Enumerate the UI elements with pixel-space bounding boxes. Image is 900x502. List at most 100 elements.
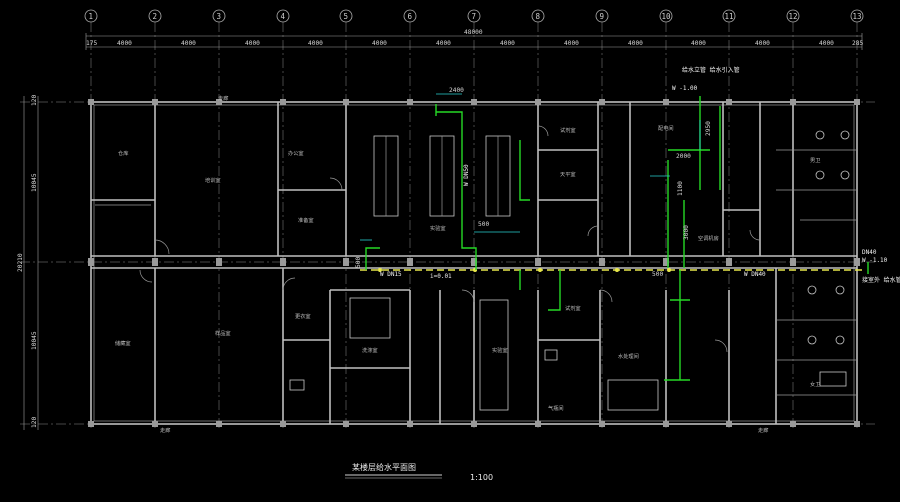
axis-1: 1 xyxy=(84,9,98,23)
svg-text:办公室: 办公室 xyxy=(288,149,304,157)
corridor xyxy=(91,255,857,269)
svg-text:12: 12 xyxy=(789,12,798,21)
label-top-elev: W -1.00 xyxy=(672,85,698,92)
label-i: i=0.01 xyxy=(430,273,452,280)
svg-text:空调机房: 空调机房 xyxy=(698,234,719,242)
label-dn40: W DN40 xyxy=(744,271,766,278)
svg-text:120: 120 xyxy=(31,417,38,428)
columns xyxy=(88,99,860,427)
svg-text:更衣室: 更衣室 xyxy=(295,312,311,320)
axis-4: 4 xyxy=(276,9,290,23)
svg-text:20210: 20210 xyxy=(17,253,24,272)
svg-text:1: 1 xyxy=(89,12,94,21)
svg-text:4000: 4000 xyxy=(628,40,643,47)
svg-text:天平室: 天平室 xyxy=(560,170,576,178)
label-right-elev: W -1.10 xyxy=(862,257,888,264)
svg-text:储藏室: 储藏室 xyxy=(115,339,131,347)
svg-text:走廊: 走廊 xyxy=(160,426,170,434)
svg-text:4000: 4000 xyxy=(755,40,770,47)
axis-8: 8 xyxy=(531,9,545,23)
axis-9: 9 xyxy=(595,9,609,23)
label-2400: 2400 xyxy=(449,87,464,94)
svg-text:男卫: 男卫 xyxy=(810,157,820,164)
svg-text:4000: 4000 xyxy=(181,40,196,47)
room-labels: 仓库 培训室 办公室 准备室 实验室 试剂室 天平室 配电间 空调机房 样品室 … xyxy=(115,94,820,434)
svg-text:实验室: 实验室 xyxy=(430,224,446,232)
svg-text:4000: 4000 xyxy=(245,40,260,47)
label-2000: 2000 xyxy=(676,153,691,160)
label-top-riser: 给水立管 给水引入管 xyxy=(682,66,740,74)
top-dimension-chain: 48000 175 4000 4000 4000 4000 4000 4000 … xyxy=(85,29,863,50)
svg-text:准备室: 准备室 xyxy=(298,216,314,224)
svg-text:洗涤室: 洗涤室 xyxy=(362,346,378,354)
axis-11: 11 xyxy=(722,9,736,23)
label-dn15: W DN15 xyxy=(380,271,402,278)
label-500b: 500 xyxy=(355,257,362,268)
svg-text:8: 8 xyxy=(536,12,541,21)
svg-text:实验室: 实验室 xyxy=(492,346,508,354)
svg-text:4000: 4000 xyxy=(308,40,323,47)
label-right-note: 接室外 给水管网 xyxy=(862,276,900,284)
svg-text:10045: 10045 xyxy=(31,331,38,350)
svg-text:4000: 4000 xyxy=(436,40,451,47)
svg-text:4000: 4000 xyxy=(117,40,132,47)
label-500c: 500 xyxy=(652,271,663,278)
svg-text:5: 5 xyxy=(344,12,349,21)
label-3000: 3000 xyxy=(683,225,690,240)
lab-benches xyxy=(289,130,850,411)
svg-text:4000: 4000 xyxy=(819,40,834,47)
svg-text:13: 13 xyxy=(853,12,862,21)
svg-text:285: 285 xyxy=(852,40,863,47)
drawing-title: 某楼层给水平面图 xyxy=(352,462,416,472)
interior-walls-upper xyxy=(91,102,857,256)
axis-5: 5 xyxy=(339,9,353,23)
label-dn50: W DN50 xyxy=(463,164,470,186)
drawing-scale: 1:100 xyxy=(470,473,493,482)
svg-text:10045: 10045 xyxy=(31,173,38,192)
svg-text:4000: 4000 xyxy=(564,40,579,47)
svg-text:11: 11 xyxy=(725,12,734,21)
label-1100: 1100 xyxy=(677,181,684,196)
label-500a: 500 xyxy=(478,221,489,228)
interior-walls-lower xyxy=(154,268,857,424)
pipe-labels: 2400 W -1.00 给水立管 给水引入管 W DN15 i=0.01 W … xyxy=(355,66,900,284)
axis-bubbles-top: 1 2 3 4 5 6 7 8 9 10 11 12 13 xyxy=(84,9,864,23)
pipe-dimensions xyxy=(360,93,701,241)
svg-text:试剂室: 试剂室 xyxy=(560,126,576,134)
axis-12: 12 xyxy=(786,9,800,23)
svg-text:4000: 4000 xyxy=(691,40,706,47)
label-right-tag: DN40 xyxy=(862,249,877,256)
axis-13: 13 xyxy=(850,9,864,23)
svg-text:2: 2 xyxy=(153,12,158,21)
svg-text:4000: 4000 xyxy=(372,40,387,47)
doors xyxy=(139,125,761,353)
svg-text:水处理间: 水处理间 xyxy=(618,352,639,360)
svg-text:4000: 4000 xyxy=(500,40,515,47)
axis-10: 10 xyxy=(659,9,673,23)
overall-dimension: 48000 xyxy=(464,29,483,36)
svg-text:走廊: 走廊 xyxy=(218,94,228,102)
svg-text:走廊: 走廊 xyxy=(758,426,768,434)
svg-text:4: 4 xyxy=(281,12,286,21)
left-dimension-chain: 120 10045 20210 10045 120 xyxy=(17,95,39,430)
svg-text:9: 9 xyxy=(600,12,605,21)
svg-text:样品室: 样品室 xyxy=(215,329,231,337)
label-2950: 2950 xyxy=(705,121,712,136)
svg-text:气瓶间: 气瓶间 xyxy=(548,404,564,412)
axis-7: 7 xyxy=(467,9,481,23)
svg-text:试剂室: 试剂室 xyxy=(565,304,581,312)
drawing-title-block: 某楼层给水平面图 1:100 xyxy=(345,462,493,482)
svg-text:配电间: 配电间 xyxy=(658,124,674,132)
svg-text:女卫: 女卫 xyxy=(810,380,820,388)
svg-text:仓库: 仓库 xyxy=(118,149,128,157)
svg-text:7: 7 xyxy=(472,12,477,21)
svg-text:6: 6 xyxy=(408,12,413,21)
axis-2: 2 xyxy=(148,9,162,23)
axis-6: 6 xyxy=(403,9,417,23)
svg-text:10: 10 xyxy=(662,12,672,21)
svg-text:175: 175 xyxy=(86,40,97,47)
axis-3: 3 xyxy=(212,9,226,23)
svg-text:培训室: 培训室 xyxy=(205,176,221,184)
svg-text:120: 120 xyxy=(31,95,38,106)
